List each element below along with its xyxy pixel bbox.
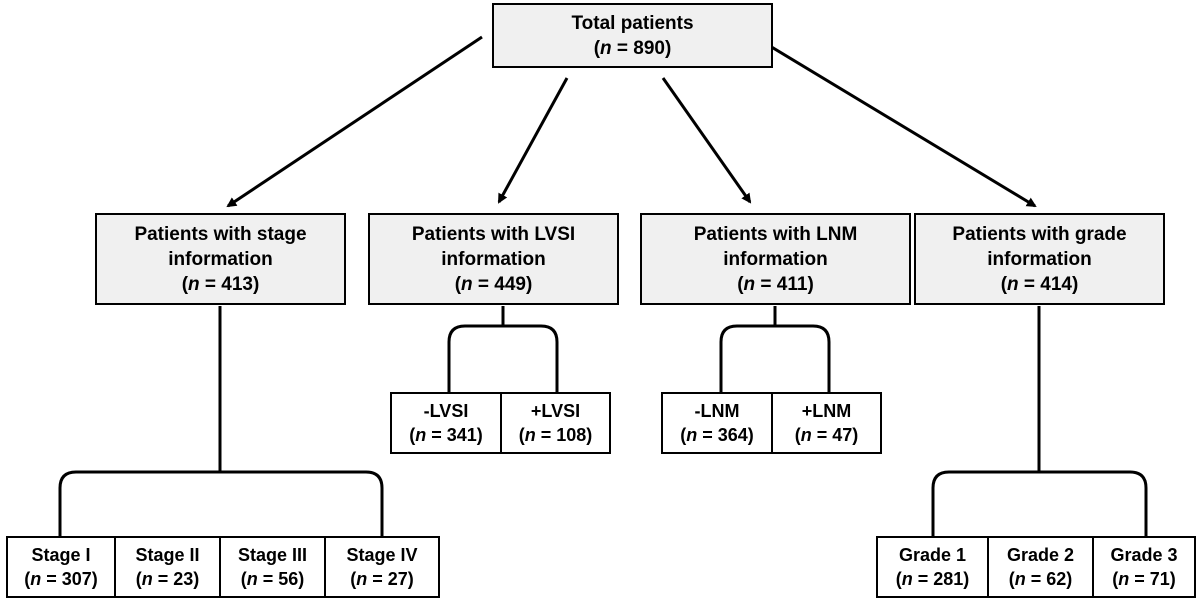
grade-3-label: Grade 3 [1110, 545, 1178, 565]
stage-info-line1: Patients with stage [134, 223, 307, 245]
lnm-negative-label: -LNM [694, 401, 740, 421]
stage-info-count: (n = 413) [181, 273, 260, 295]
grade-1-box: Grade 1 (n = 281) [876, 536, 989, 598]
grade-info-line1: Patients with grade [952, 223, 1127, 245]
stage-3-box: Stage III (n = 56) [219, 536, 326, 598]
grade-info-box: Patients with grade information (n = 414… [914, 213, 1165, 305]
lnm-positive-label: +LNM [801, 401, 852, 421]
grade-info-count: (n = 414) [1000, 273, 1079, 295]
lvsi-negative-box: -LVSI (n = 341) [390, 392, 502, 454]
arrow-to-lnm [661, 77, 752, 204]
lnm-negative-box: -LNM (n = 364) [661, 392, 773, 454]
stage-1-count: (n = 307) [24, 569, 98, 589]
stage-4-label: Stage IV [346, 545, 418, 565]
lnm-info-line1: Patients with LNM [693, 223, 858, 245]
total-patients-box: Total patients (n = 890) [492, 3, 773, 68]
grade-info-line2: information [987, 248, 1092, 270]
arrow-to-grade [754, 35, 1037, 208]
stage-2-label: Stage II [135, 545, 200, 565]
lvsi-positive-count: (n = 108) [518, 425, 593, 445]
stage-3-count: (n = 56) [240, 569, 305, 589]
grade-1-count: (n = 281) [895, 569, 970, 589]
lvsi-info-line1: Patients with LVSI [411, 223, 576, 245]
stage-2-count: (n = 23) [135, 569, 200, 589]
lnm-positive-count: (n = 47) [794, 425, 859, 445]
lnm-info-line2: information [723, 248, 828, 270]
lnm-info-count: (n = 411) [737, 273, 814, 295]
stage-info-line2: information [168, 248, 273, 270]
lvsi-info-line2: information [441, 248, 546, 270]
grade-2-count: (n = 62) [1008, 569, 1073, 589]
bracket-lnm [719, 306, 831, 392]
lnm-negative-count: (n = 364) [680, 425, 754, 445]
lvsi-negative-label: -LVSI [423, 401, 469, 421]
stage-3-label: Stage III [237, 545, 308, 565]
stage-info-box: Patients with stage information (n = 413… [95, 213, 346, 305]
arrow-to-lvsi [497, 77, 569, 204]
stage-4-count: (n = 27) [350, 569, 414, 589]
bracket-stage [58, 306, 384, 536]
bracket-grade [931, 306, 1148, 536]
grade-2-box: Grade 2 (n = 62) [987, 536, 1094, 598]
stage-1-label: Stage I [31, 545, 91, 565]
stage-1-box: Stage I (n = 307) [6, 536, 116, 598]
lvsi-info-count: (n = 449) [454, 273, 533, 295]
stage-4-box: Stage IV (n = 27) [324, 536, 440, 598]
grade-3-count: (n = 71) [1112, 569, 1176, 589]
total-patients-count: (n = 890) [593, 37, 672, 59]
total-patients-title: Total patients [571, 12, 694, 34]
grade-2-label: Grade 2 [1006, 545, 1075, 565]
grade-1-label: Grade 1 [898, 545, 967, 565]
lnm-positive-box: +LNM (n = 47) [771, 392, 882, 454]
lnm-info-box: Patients with LNM information (n = 411) [640, 213, 911, 305]
bracket-lvsi [447, 306, 559, 392]
arrow-to-stage [226, 35, 483, 208]
lvsi-positive-label: +LVSI [530, 401, 581, 421]
stage-2-box: Stage II (n = 23) [114, 536, 221, 598]
lvsi-info-box: Patients with LVSI information (n = 449) [368, 213, 619, 305]
lvsi-negative-count: (n = 341) [409, 425, 483, 445]
grade-3-box: Grade 3 (n = 71) [1092, 536, 1196, 598]
lvsi-positive-box: +LVSI (n = 108) [500, 392, 611, 454]
